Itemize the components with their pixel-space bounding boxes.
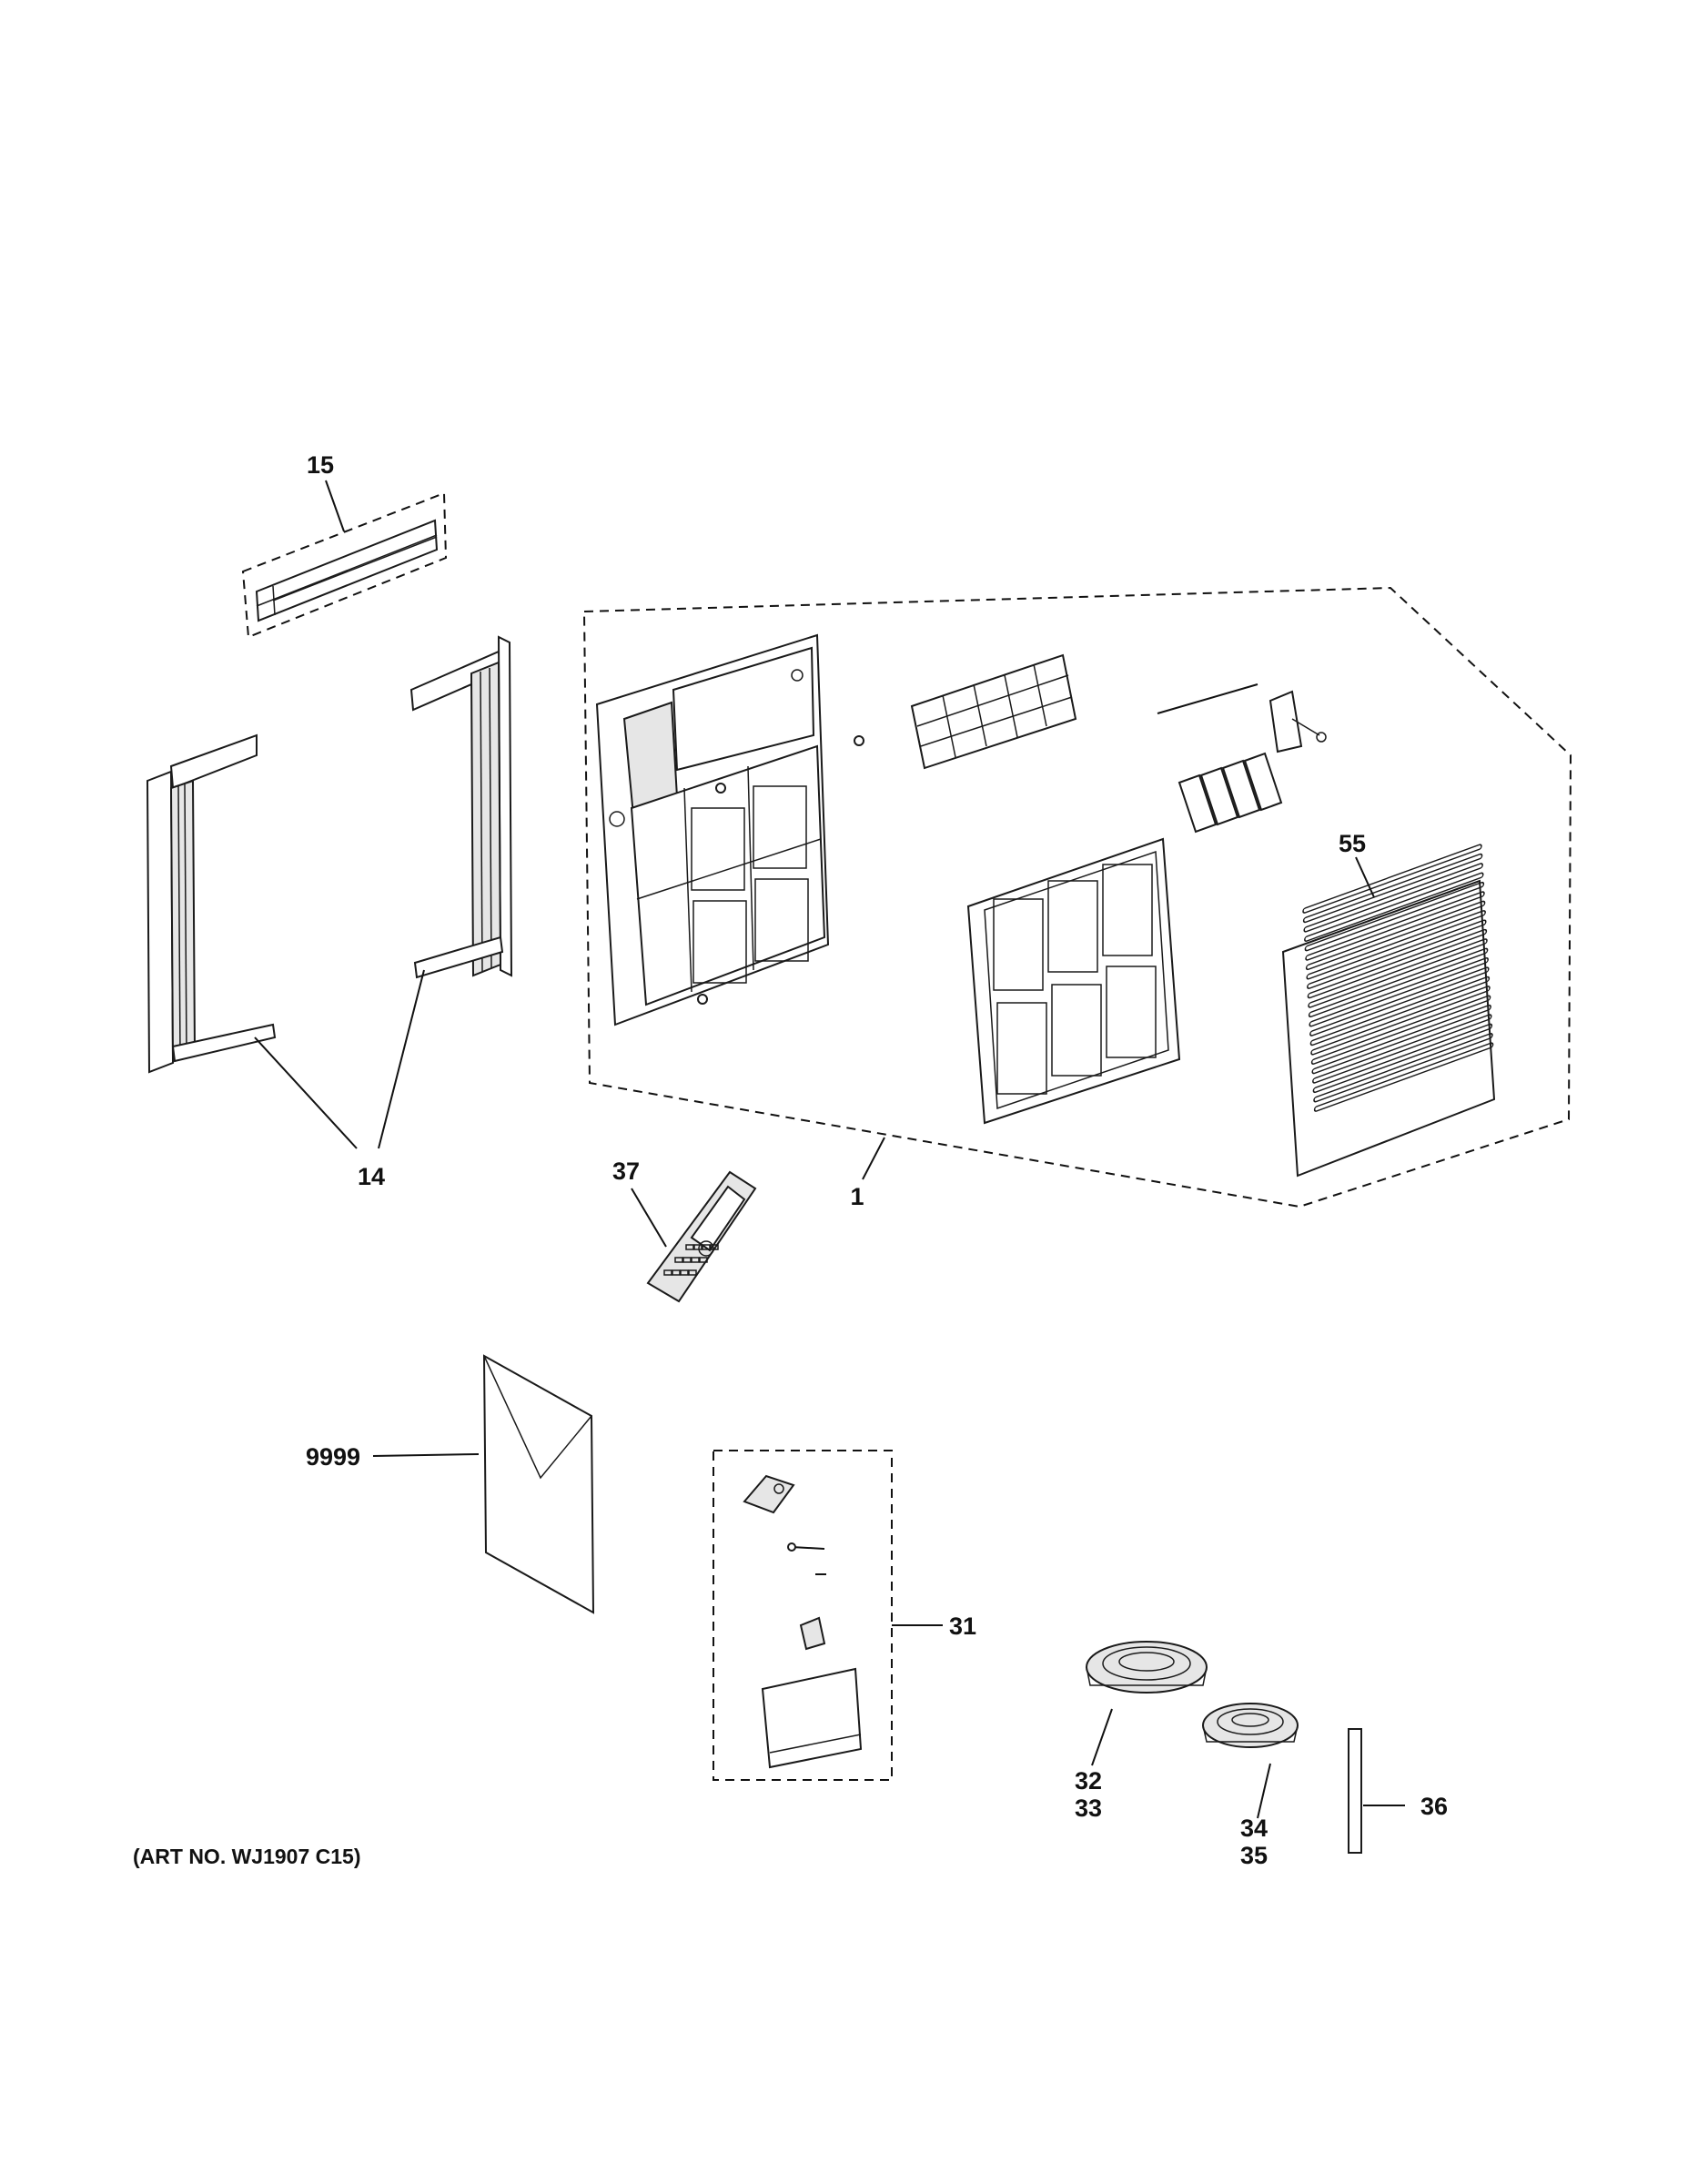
part-1-screw[interactable]: [697, 735, 864, 1005]
leader-55: [1355, 856, 1375, 898]
part-1-bracket[interactable]: [1269, 690, 1327, 753]
callout-36: 36: [1420, 1793, 1448, 1820]
callout-32: 32: [1075, 1767, 1102, 1795]
grille-slat: [1307, 919, 1487, 989]
leader-32-33: [1091, 1708, 1113, 1766]
leader-37: [631, 1188, 667, 1248]
grille-slat: [1303, 863, 1483, 933]
grille-slat: [1313, 1033, 1493, 1103]
remote-button: [672, 1269, 681, 1276]
part-1-front-frame[interactable]: [595, 633, 830, 1026]
part-31-installation-kit[interactable]: [743, 1474, 863, 1769]
grille-slat: [1304, 881, 1485, 952]
callout-31: 31: [949, 1613, 976, 1640]
part-37-remote-control[interactable]: [646, 1170, 757, 1303]
grille-slat: [1311, 1004, 1491, 1075]
leader-9999: [372, 1453, 480, 1457]
callout-35: 35: [1240, 1842, 1268, 1869]
part-1-vanes[interactable]: [1178, 752, 1283, 834]
grille-slat: [1307, 928, 1488, 999]
part-36-foam-strip[interactable]: [1348, 1728, 1362, 1854]
grille-slat: [1309, 966, 1490, 1036]
callout-33: 33: [1075, 1795, 1102, 1822]
part-31-kit-boundary: [713, 1450, 893, 1781]
part-14-left-curtain[interactable]: [146, 733, 277, 1074]
grille-slat: [1305, 900, 1486, 971]
leader-15: [325, 480, 345, 532]
grille-slat: [1305, 891, 1485, 961]
remote-button: [693, 1244, 702, 1250]
remote-button: [685, 1244, 694, 1250]
remote-button: [691, 1257, 700, 1263]
grille-slat: [1304, 872, 1484, 942]
grille-slat: [1312, 1023, 1493, 1094]
part-1-air-filter[interactable]: [966, 837, 1181, 1125]
grille-slat: [1310, 986, 1491, 1056]
callout-14: 14: [358, 1163, 385, 1190]
callout-1: 1: [850, 1183, 864, 1210]
remote-button: [682, 1257, 692, 1263]
part-9999-literature[interactable]: [482, 1354, 595, 1614]
grille-slat: [1309, 976, 1491, 1046]
remote-button: [674, 1257, 683, 1263]
part-34-35-small-seal[interactable]: [1202, 1703, 1299, 1748]
leader-14-left: [254, 1036, 358, 1149]
remote-button: [663, 1269, 672, 1276]
part-1-assembly-boundary: [582, 586, 1572, 1208]
remote-button: [710, 1244, 719, 1250]
grille-slat: [1312, 1014, 1492, 1084]
callout-15: 15: [307, 451, 334, 479]
leader-34-35: [1257, 1763, 1271, 1819]
remote-button: [688, 1269, 697, 1276]
remote-button: [702, 1244, 711, 1250]
grille-slat: [1302, 853, 1483, 924]
part-1-louver-block[interactable]: [910, 653, 1077, 770]
part-1-rod[interactable]: [1157, 683, 1258, 714]
leader-1: [862, 1137, 885, 1180]
grille-slat: [1302, 844, 1482, 914]
callout-9999: 9999: [306, 1443, 360, 1471]
remote-button: [699, 1257, 708, 1263]
grille-slat: [1306, 910, 1486, 980]
callout-55: 55: [1339, 830, 1366, 857]
grille-slat: [1313, 1042, 1494, 1112]
part-55-front-grille[interactable]: [1281, 844, 1496, 1178]
grille-slat: [1309, 956, 1489, 1027]
grille-slat: [1308, 938, 1488, 1008]
callout-37: 37: [612, 1158, 640, 1185]
grille-slat: [1308, 947, 1489, 1018]
part-32-33-large-seal[interactable]: [1086, 1641, 1208, 1694]
part-14-right-curtain[interactable]: [409, 635, 513, 979]
leader-14-right: [378, 969, 425, 1149]
remote-button: [680, 1269, 689, 1276]
part-15-top-rail[interactable]: [241, 491, 448, 639]
callout-34: 34: [1240, 1815, 1268, 1842]
grille-slat: [1310, 995, 1491, 1065]
art-number: (ART NO. WJ1907 C15): [133, 1845, 361, 1868]
